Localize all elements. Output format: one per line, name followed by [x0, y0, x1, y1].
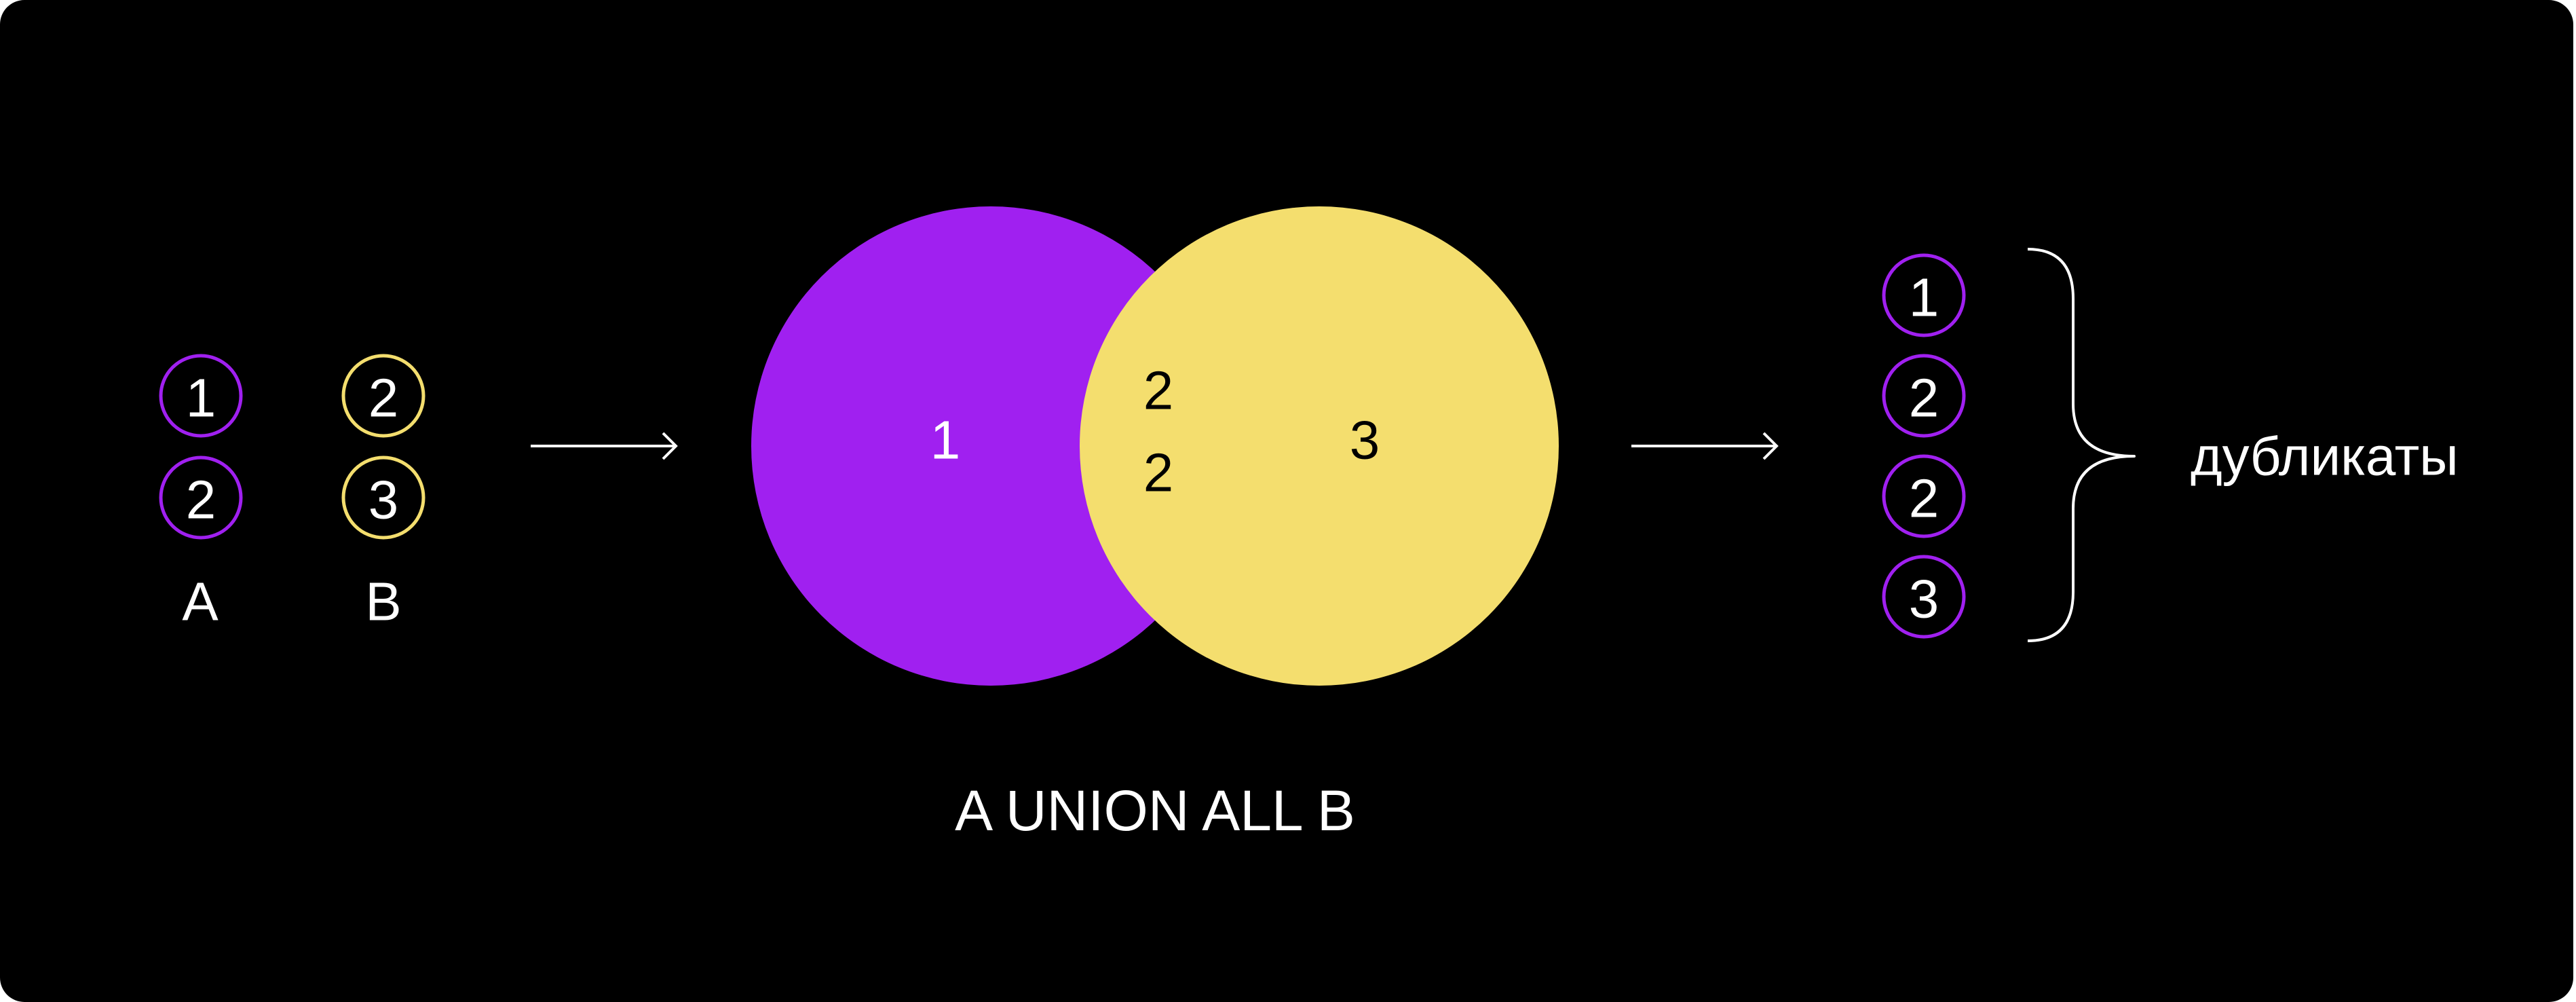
set-b-circle: [1080, 206, 1559, 686]
result-item-circle: [1882, 555, 1966, 639]
set-b-item-circle: [341, 354, 425, 438]
duplicates-label: дубликаты: [2191, 426, 2459, 487]
set-a-item-circle: [159, 456, 243, 540]
set-b-column: 2 3 B: [341, 354, 425, 632]
set-b-label: B: [365, 572, 401, 632]
set-a-item-circle: [159, 354, 243, 438]
set-a-item-value: 2: [186, 470, 216, 530]
input-sets: 1 2 A 2 3 B: [159, 354, 425, 632]
venn-b-only-value: 3: [1350, 410, 1380, 470]
venn-a-only-value: 1: [930, 410, 961, 470]
result-item-value: 2: [1909, 468, 1939, 529]
result-item-value: 3: [1909, 569, 1939, 629]
venn-overlap-value: 2: [1143, 360, 1174, 421]
set-b-item-circle: [341, 456, 425, 540]
set-b-item: 2: [341, 354, 425, 438]
set-a-item: 2: [159, 456, 243, 540]
venn-caption: A UNION ALL B: [955, 779, 1355, 842]
curly-brace-icon: [2027, 248, 2136, 642]
result-item: 2: [1882, 354, 1966, 438]
result-item-circle: [1882, 354, 1966, 438]
result-item: 1: [1882, 253, 1966, 337]
set-b-item-value: 3: [368, 470, 399, 530]
set-b-item-value: 2: [368, 368, 399, 428]
set-a-column: 1 2 A: [159, 354, 243, 632]
right-arrow-icon: [1631, 432, 1779, 460]
set-a-label: A: [182, 572, 219, 632]
result-item: 2: [1882, 454, 1966, 538]
right-arrow-icon: [531, 432, 678, 460]
set-a-circle: [751, 206, 1230, 686]
result-list: 1 2 2 3: [1882, 253, 1966, 639]
result-item-value: 1: [1909, 267, 1939, 328]
venn-overlap-value: 2: [1143, 443, 1174, 503]
set-b-item: 3: [341, 456, 425, 540]
result-item-value: 2: [1909, 368, 1939, 428]
set-a-item-value: 1: [186, 368, 216, 428]
result-item: 3: [1882, 555, 1966, 639]
result-item-circle: [1882, 253, 1966, 337]
set-a-item: 1: [159, 354, 243, 438]
venn-diagram: 1 2 2 3 A UNION ALL B: [751, 206, 1559, 842]
result-item-circle: [1882, 454, 1966, 538]
